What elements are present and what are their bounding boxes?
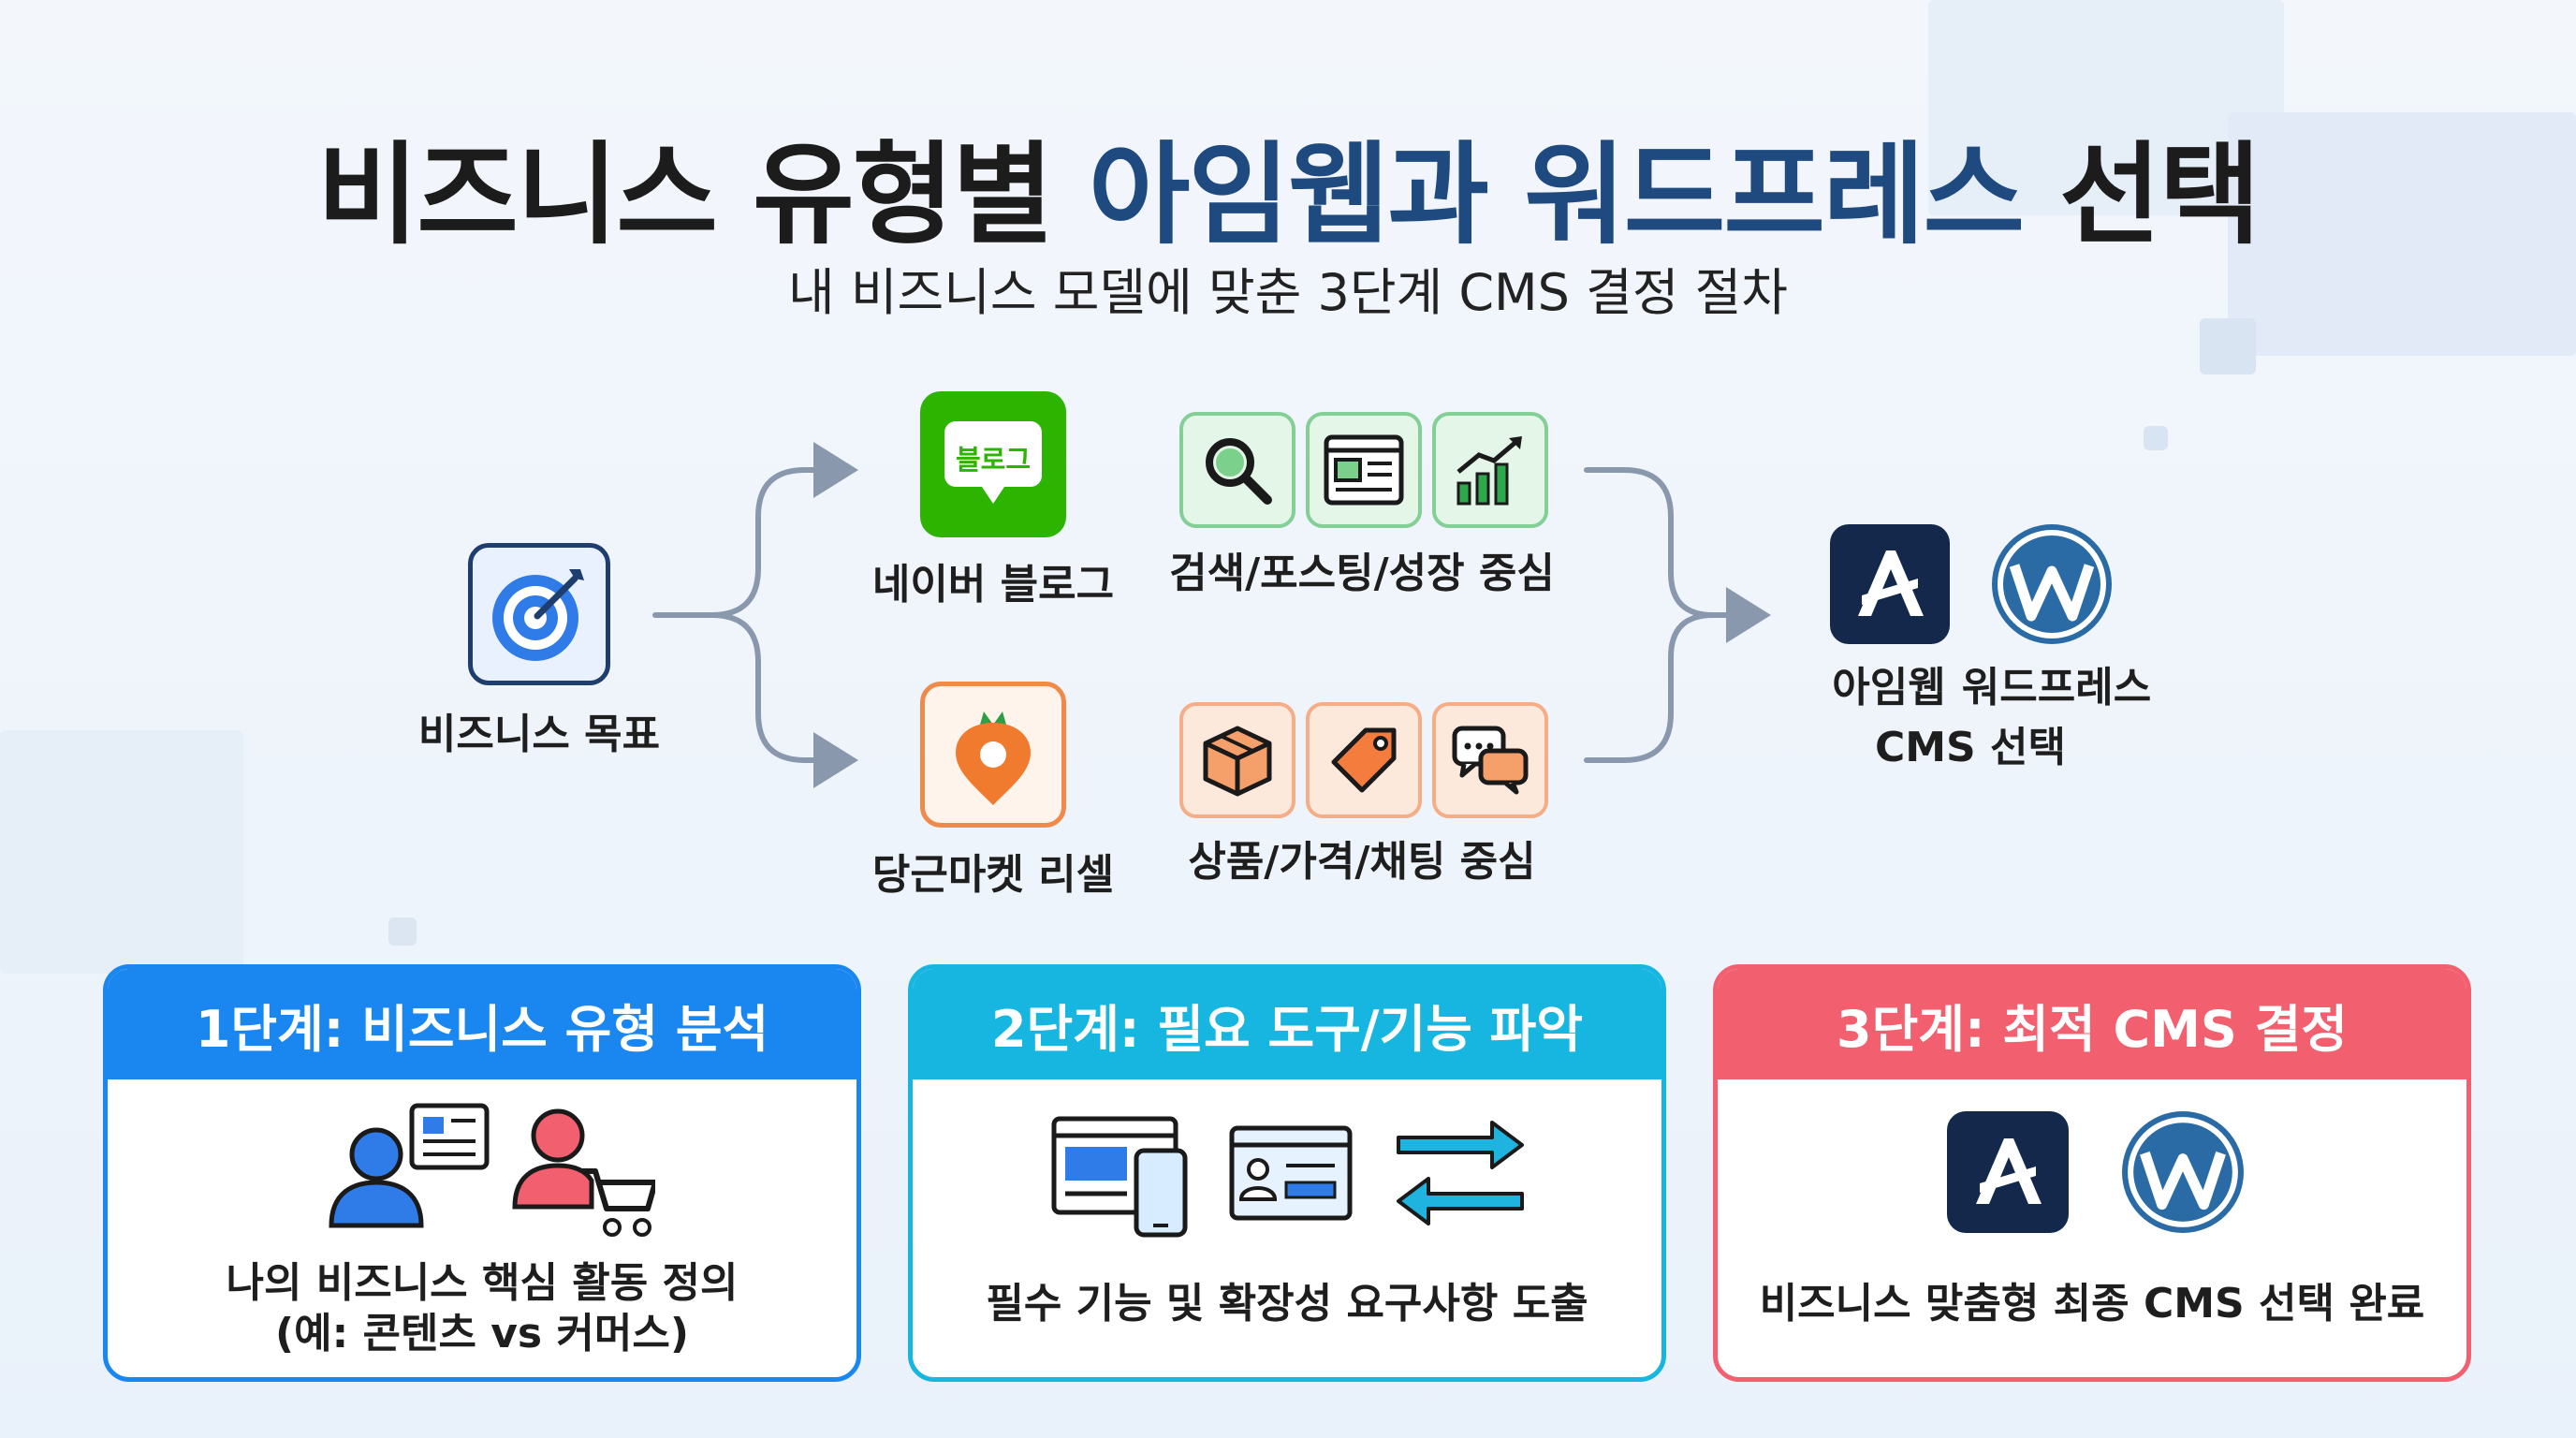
background-deco [1928,0,2284,215]
price-feature [1306,702,1422,818]
step-title: 3단계: 최적 CMS 결정 [1718,969,2466,1079]
speech-bubble-icon [944,421,1042,504]
karrot-market-label: 당근마켓 리셀 [871,851,1115,899]
imweb-logo [1947,1111,2069,1233]
step-description: 필수 기능 및 확장성 요구사항 도출 [986,1280,1588,1328]
step-card-3: 3단계: 최적 CMS 결정 비즈니스 맞춤형 최종 CMS 선택 완료 [1713,964,2471,1382]
carrot-location-icon [956,712,1031,805]
title-part: 비즈니스 유형별 [316,130,1054,259]
wordpress-logo [1992,524,2112,644]
background-deco [388,917,417,946]
arrow-merge [1584,612,1716,763]
business-goal-label: 비즈니스 목표 [417,711,661,758]
title-highlight-imweb: 아임웹과 [1088,130,1489,259]
step-title: 1단계: 비즈니스 유형 분석 [108,969,856,1079]
step2-illustration [1051,1116,1524,1238]
growth-chart-icon [1456,436,1522,506]
swap-arrows-icon [1397,1121,1524,1225]
target-icon [492,569,584,661]
page-title: 비즈니스 유형별 아임웹과 워드프레스 선택 [0,105,2576,265]
browser-post-icon [1324,434,1404,506]
wordpress-logo [2122,1111,2244,1233]
blog-icon-text: 블로그 [955,444,1032,476]
shopper-cart-icon [512,1108,655,1237]
package-icon [1203,726,1272,797]
growth-feature [1432,412,1548,528]
magnifier-icon [1206,438,1272,505]
cms-select-label: CMS 선택 [1874,724,2067,771]
naver-blog-node: 블로그 [920,391,1066,537]
background-deco [0,730,243,974]
title-highlight-wordpress: 워드프레스 [1524,130,2025,259]
posting-feature [1306,412,1422,528]
naver-blog-label: 네이버 블로그 [871,561,1115,609]
step-description-example: (예: 콘텐츠 vs 커머스) [274,1310,689,1357]
background-deco [2144,426,2168,450]
price-tag-icon [1331,727,1397,793]
responsive-devices-icon [1051,1116,1188,1238]
flow-connectors [652,442,1771,788]
product-feature [1179,702,1295,818]
imweb-logo [1830,524,1950,644]
background-deco [2228,112,2576,356]
search-feature [1179,412,1295,528]
page-subtitle: 내 비즈니스 모델에 맞춘 3단계 CMS 결정 절차 [788,263,1788,322]
step-description: 비즈니스 맞춤형 최종 CMS 선택 완료 [1759,1280,2425,1328]
step-title: 2단계: 필요 도구/기능 파악 [913,969,1661,1079]
step-description: 나의 비즈니스 핵심 활동 정의 [226,1259,739,1307]
bottom-features-label: 상품/가격/채팅 중심 [1188,838,1536,886]
karrot-market-node [920,682,1066,828]
arrow-to-cms [1584,467,1771,643]
profile-form-icon [1229,1125,1353,1221]
arrow-to-naver [652,442,858,618]
wordpress-label: 워드프레스 [1961,664,2152,712]
background-deco [2200,318,2256,374]
imweb-icon [1976,1138,2042,1204]
business-goal-node [468,543,610,685]
step1-illustration [329,1103,655,1237]
imweb-label: 아임웹 [1832,664,1946,712]
chat-feature [1432,702,1548,818]
top-features-label: 검색/포스팅/성장 중심 [1169,550,1555,597]
wordpress-icon [1998,530,2106,638]
step-card-2: 2단계: 필요 도구/기능 파악 필수 기능 및 확장성 요구사항 도출 [908,964,1666,1382]
imweb-icon [1858,550,1924,616]
user-document-icon [329,1103,490,1228]
wordpress-icon [2128,1117,2238,1227]
chat-bubbles-icon [1452,726,1529,795]
step-card-1: 1단계: 비즈니스 유형 분석 나의 비즈니스 핵심 활동 정의 (예: 콘텐츠… [103,964,861,1382]
arrow-to-karrot [709,612,858,788]
title-part: 선택 [2059,130,2261,259]
